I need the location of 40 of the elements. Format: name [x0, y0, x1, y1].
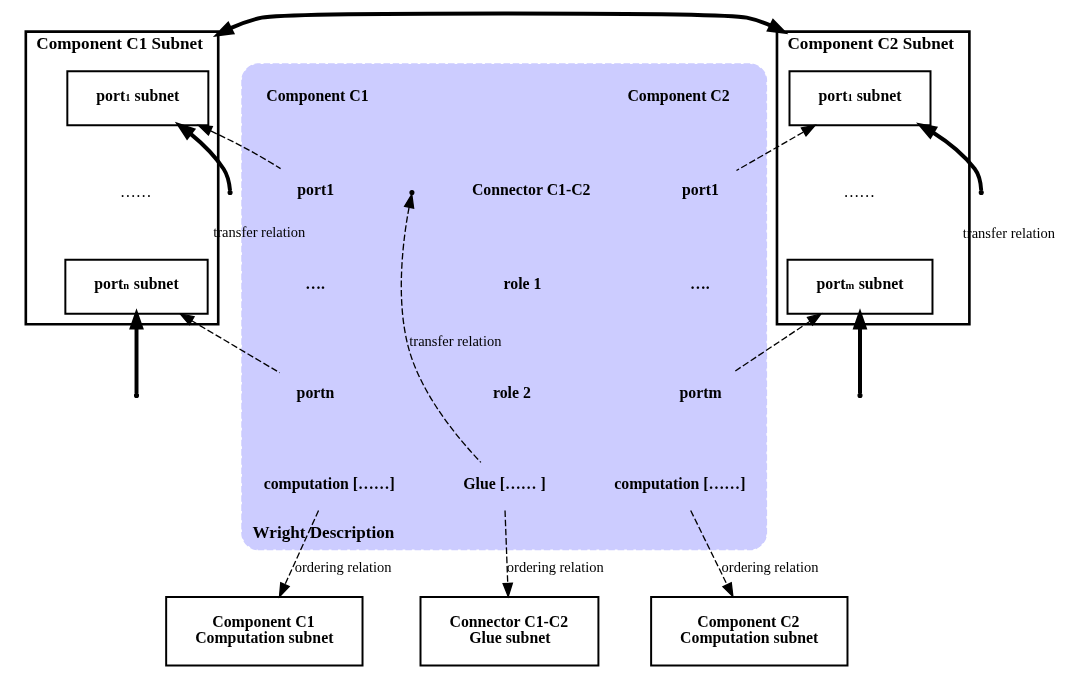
edge-label: ordering relation: [294, 558, 392, 575]
node-text: portm: [678, 384, 722, 402]
node-text: port1: [296, 181, 334, 199]
node-text: role 2: [492, 384, 531, 402]
node-text: Connector C1-C2: [471, 181, 591, 199]
node-text: Glue […… ]: [462, 475, 546, 493]
node-text: Component C1: [265, 87, 369, 105]
node-text: computation [……]: [263, 475, 395, 493]
label: ……: [119, 182, 152, 200]
node-text: portn: [296, 384, 334, 402]
edge-label: ordering relation: [721, 558, 819, 575]
arrow: [400, 192, 482, 464]
arrow: [278, 509, 319, 599]
node-text: Component C2: [626, 87, 730, 105]
node-box: portn subnet: [63, 258, 209, 315]
edge-label: transfer relation: [408, 333, 501, 350]
node-box: port1 subnet: [788, 70, 931, 127]
node-text: ….: [689, 275, 710, 293]
arrow: [128, 308, 144, 394]
arrow: [735, 124, 817, 172]
arrow: [178, 312, 280, 374]
arrow: [174, 121, 232, 191]
node-text: computation [……]: [613, 475, 745, 493]
arrow: [689, 509, 734, 599]
arrow: [733, 312, 823, 373]
arrow: [915, 122, 983, 191]
node-box: portm subnet: [786, 258, 933, 315]
node-box: port1 subnet: [65, 70, 209, 127]
node-box: Component C1 Computation subnet: [164, 596, 363, 667]
arrow: [196, 124, 281, 170]
node-box: Component C2 Computation subnet: [649, 596, 848, 667]
label: ……: [843, 182, 875, 200]
node-text: role 1: [503, 275, 541, 293]
arrow: [212, 11, 788, 37]
edge-label: ordering relation: [506, 558, 604, 575]
arrow: [852, 308, 867, 394]
node-text: ….: [304, 275, 325, 293]
node-box: Connector C1-C2 Glue subnet: [419, 596, 599, 667]
node-text: port1: [681, 181, 719, 199]
arrow: [501, 509, 513, 599]
